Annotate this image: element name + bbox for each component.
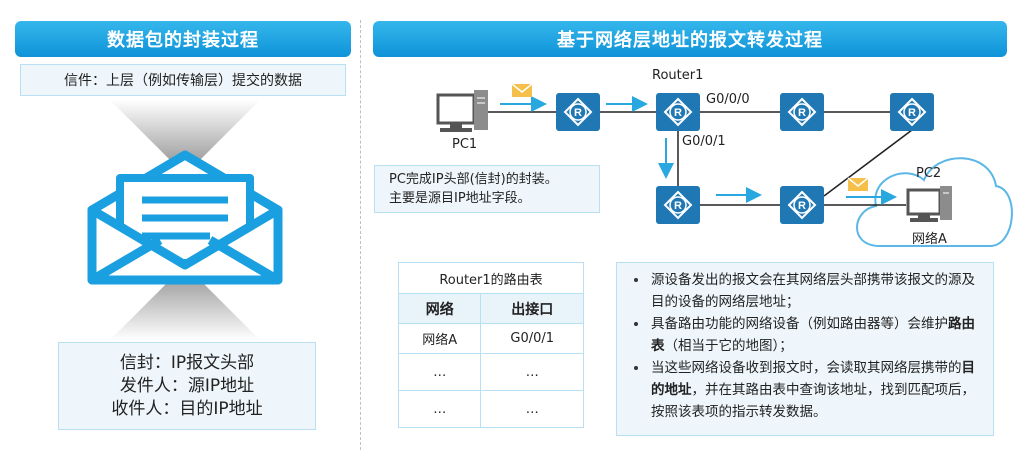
table-cell: 网络A xyxy=(397,323,482,354)
routing-table-caption: Router1的路由表 xyxy=(398,262,584,294)
bullet-item: 当这些网络设备收到报文时，会读取其网络层携带的目的地址，并在其路由表中查询该地址… xyxy=(649,357,983,423)
top-funnel xyxy=(110,100,260,165)
envelope-info-box: 信封：IP报文头部 发件人：源IP地址 收件人：目的IP地址 xyxy=(58,342,316,430)
pc1-label: PC1 xyxy=(452,137,478,152)
bullet-bold: 目的地址 xyxy=(651,360,975,398)
letter-label: 信件：上层（例如传输层）提交的数据 xyxy=(20,64,346,96)
pc1-icon xyxy=(436,90,488,132)
table-row: … … xyxy=(397,390,584,428)
g001-label: G0/0/1 xyxy=(682,134,726,149)
envelope-line: 信封：IP报文头部 xyxy=(119,352,255,373)
network-a-label: 网络A xyxy=(912,232,947,247)
bullet-item: 具备路由功能的网络设备（例如路由器等）会维护路由表（相当于它的地图）； xyxy=(649,313,983,357)
bullet-item: 源设备发出的报文会在其网络层头部携带该报文的源及目的设备的网络层地址； xyxy=(649,269,983,313)
table-row: … … xyxy=(397,353,584,391)
router-icon xyxy=(889,92,935,132)
table-cell: … xyxy=(397,390,482,428)
router1-label: Router1 xyxy=(652,68,704,83)
bullet-text: 具备路由功能的网络设备（例如路由器等）会维护 xyxy=(651,316,948,332)
router-icon xyxy=(655,185,701,225)
bullet-bold: 路由表 xyxy=(651,316,975,354)
router1-icon xyxy=(655,92,701,132)
column-header: 出接口 xyxy=(480,293,584,324)
bottom-funnel xyxy=(110,275,260,340)
table-cell: … xyxy=(480,390,584,428)
table-cell: G0/0/1 xyxy=(480,323,584,354)
table-row: 网络A G0/0/1 xyxy=(397,323,584,354)
router-icon xyxy=(779,185,825,225)
bullet-text: 源设备发出的报文会在其网络层头部携带该报文的源及目的设备的网络层地址； xyxy=(651,272,975,310)
column-header: 网络 xyxy=(397,293,482,324)
pc1-note-line: 主要是源目IP地址字段。 xyxy=(389,191,531,206)
bullet-text: 当这些网络设备收到报文时，会读取其网络层携带的 xyxy=(651,360,962,376)
bullet-text: （相当于它的地图）； xyxy=(664,338,793,354)
network-diagram: R xyxy=(436,83,1013,247)
g000-label: G0/0/0 xyxy=(706,92,750,107)
right-panel-title: 基于网络层地址的报文转发过程 xyxy=(373,21,1007,57)
pc1-note-line: PC完成IP头部(信封)的封装。 xyxy=(389,172,558,187)
table-cell: … xyxy=(480,353,584,391)
envelope-illustration xyxy=(87,100,283,340)
mail-icon xyxy=(511,83,533,97)
flow-arrows xyxy=(500,96,897,205)
panel-divider xyxy=(360,20,361,450)
left-panel-title: 数据包的封装过程 xyxy=(15,21,351,57)
table-cell: … xyxy=(397,353,482,391)
links xyxy=(488,111,913,206)
router-icon xyxy=(779,92,825,132)
envelope-icon xyxy=(87,150,283,285)
router-icon xyxy=(555,92,601,132)
envelope-line: 收件人：目的IP地址 xyxy=(111,398,263,419)
pc2-label: PC2 xyxy=(916,166,942,181)
bullet-text: ，并在其路由表中查询该地址，找到匹配项后，按照该表项的指示转发数据。 xyxy=(651,382,975,420)
envelope-line: 发件人：源IP地址 xyxy=(119,375,255,396)
pc1-note: PC完成IP头部(信封)的封装。 主要是源目IP地址字段。 xyxy=(374,165,600,213)
pc2-icon xyxy=(906,186,952,222)
mail-icon xyxy=(847,177,869,191)
explanation-box: 源设备发出的报文会在其网络层头部携带该报文的源及目的设备的网络层地址； 具备路由… xyxy=(616,262,994,436)
routing-table: Router1的路由表 网络 出接口 网络A G0/0/1 … … … … xyxy=(397,262,584,428)
